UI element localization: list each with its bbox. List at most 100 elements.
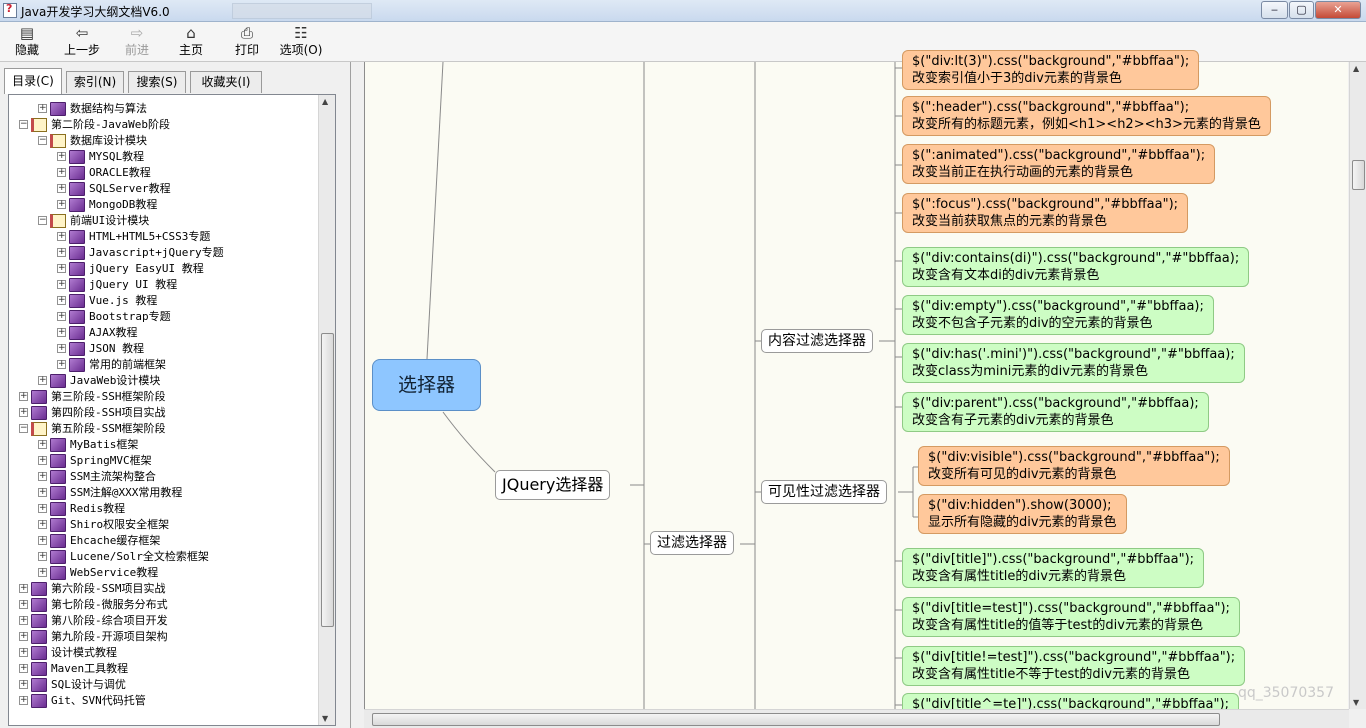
- expand-icon[interactable]: +: [38, 375, 47, 385]
- tree-item[interactable]: +Ehcache缓存框架: [9, 533, 317, 549]
- collapse-icon[interactable]: −: [19, 423, 28, 433]
- tree-item[interactable]: +SQL设计与调优: [9, 677, 317, 693]
- tree-item[interactable]: +Git、SVN代码托管: [9, 693, 317, 709]
- expand-icon[interactable]: +: [57, 231, 66, 241]
- tree-item[interactable]: −数据库设计模块: [9, 133, 317, 149]
- mindmap-node-jquery-selector[interactable]: JQuery选择器: [495, 470, 611, 500]
- expand-icon[interactable]: +: [19, 663, 28, 673]
- tab-favorites[interactable]: 收藏夹(I): [190, 71, 262, 93]
- tree-item[interactable]: +常用的前端框架: [9, 357, 317, 373]
- expand-icon[interactable]: +: [57, 279, 66, 289]
- hide-button[interactable]: ▤ 隐藏: [10, 24, 44, 60]
- tree-item[interactable]: +第七阶段-微服务分布式: [9, 597, 317, 613]
- tree-item[interactable]: +jQuery UI 教程: [9, 277, 317, 293]
- expand-icon[interactable]: +: [57, 183, 66, 193]
- expand-icon[interactable]: +: [57, 311, 66, 321]
- tree-item[interactable]: +第九阶段-开源项目架构: [9, 629, 317, 645]
- minimize-button[interactable]: ‒: [1261, 1, 1288, 19]
- expand-icon[interactable]: +: [19, 407, 28, 417]
- expand-icon[interactable]: +: [57, 343, 66, 353]
- mindmap-leaf[interactable]: $("div:parent").css("background","#bbffa…: [902, 392, 1209, 432]
- mindmap-leaf[interactable]: $("div:lt(3)").css("background","#bbffaa…: [902, 50, 1200, 90]
- expand-icon[interactable]: +: [57, 247, 66, 257]
- expand-icon[interactable]: +: [57, 359, 66, 369]
- mindmap-node-visibility-filter[interactable]: 可见性过滤选择器: [761, 480, 887, 504]
- tree-item[interactable]: +ORACLE教程: [9, 165, 317, 181]
- expand-icon[interactable]: +: [19, 583, 28, 593]
- tree-item[interactable]: +MyBatis框架: [9, 437, 317, 453]
- tree-item[interactable]: +Redis教程: [9, 501, 317, 517]
- expand-icon[interactable]: +: [57, 151, 66, 161]
- options-button[interactable]: ☷ 选项(O): [278, 24, 324, 60]
- expand-icon[interactable]: +: [57, 167, 66, 177]
- mindmap-leaf[interactable]: $("div[title!=test]").css("background","…: [902, 646, 1246, 686]
- tree-item[interactable]: +Lucene/Solr全文检索框架: [9, 549, 317, 565]
- tree-item[interactable]: +Maven工具教程: [9, 661, 317, 677]
- expand-icon[interactable]: +: [38, 455, 47, 465]
- tree-item[interactable]: −第二阶段-JavaWeb阶段: [9, 117, 317, 133]
- expand-icon[interactable]: +: [38, 439, 47, 449]
- tree-item[interactable]: +SQLServer教程: [9, 181, 317, 197]
- content-scroll-up-icon[interactable]: ▲: [1353, 64, 1360, 73]
- forward-button[interactable]: ⇨ 前进: [120, 24, 154, 60]
- mindmap-leaf[interactable]: $("div:contains(di)").css("background","…: [902, 247, 1250, 287]
- expand-icon[interactable]: +: [38, 503, 47, 513]
- scroll-up-icon[interactable]: ▲: [322, 97, 329, 106]
- mindmap-leaf[interactable]: $("div:hidden").show(3000);显示所有隐藏的div元素的…: [918, 494, 1127, 534]
- collapse-icon[interactable]: −: [38, 135, 47, 145]
- expand-icon[interactable]: +: [57, 199, 66, 209]
- mindmap-leaf[interactable]: $("div:has('.mini')").css("background","…: [902, 343, 1245, 383]
- expand-icon[interactable]: +: [38, 471, 47, 481]
- tree-item[interactable]: +JavaWeb设计模块: [9, 373, 317, 389]
- mindmap-leaf[interactable]: $("div:visible").css("background","#bbff…: [918, 446, 1230, 486]
- mindmap-leaf[interactable]: $(":focus").css("background","#bbffaa");…: [902, 193, 1189, 233]
- home-button[interactable]: ⌂ 主页: [174, 24, 208, 60]
- tree-item[interactable]: +第三阶段-SSH框架阶段: [9, 389, 317, 405]
- expand-icon[interactable]: +: [38, 519, 47, 529]
- expand-icon[interactable]: +: [19, 647, 28, 657]
- tree-vertical-scrollbar[interactable]: ▲ ▼: [318, 95, 335, 725]
- tree-item[interactable]: +jQuery EasyUI 教程: [9, 261, 317, 277]
- expand-icon[interactable]: +: [38, 535, 47, 545]
- mindmap-leaf[interactable]: $(":animated").css("background","#bbffaa…: [902, 144, 1216, 184]
- tree-item[interactable]: +第四阶段-SSH项目实战: [9, 405, 317, 421]
- tree-item[interactable]: +第六阶段-SSM项目实战: [9, 581, 317, 597]
- mindmap-leaf[interactable]: $("div[title=test]").css("background","#…: [902, 597, 1240, 637]
- scroll-down-icon[interactable]: ▼: [322, 714, 329, 723]
- tree-item[interactable]: +JSON 教程: [9, 341, 317, 357]
- expand-icon[interactable]: +: [38, 567, 47, 577]
- tree-item[interactable]: +MYSQL教程: [9, 149, 317, 165]
- expand-icon[interactable]: +: [19, 695, 28, 705]
- tree-item[interactable]: +SSM主流架构整合: [9, 469, 317, 485]
- tree-item[interactable]: −前端UI设计模块: [9, 213, 317, 229]
- expand-icon[interactable]: +: [19, 599, 28, 609]
- content-vscroll-thumb[interactable]: [1352, 160, 1365, 190]
- tree-item[interactable]: +WebService教程: [9, 565, 317, 581]
- tree-item[interactable]: +Vue.js 教程: [9, 293, 317, 309]
- tree-item[interactable]: +Javascript+jQuery专题: [9, 245, 317, 261]
- expand-icon[interactable]: +: [19, 631, 28, 641]
- collapse-icon[interactable]: −: [19, 119, 28, 129]
- mindmap-node-filter-selector[interactable]: 过滤选择器: [650, 531, 734, 555]
- tree-scroll-thumb[interactable]: [321, 333, 334, 627]
- mindmap-leaf[interactable]: $("div[title]").css("background","#bbffa…: [902, 548, 1205, 588]
- tree-item[interactable]: +设计模式教程: [9, 645, 317, 661]
- tab-contents[interactable]: 目录(C): [4, 68, 62, 94]
- tree-item[interactable]: +MongoDB教程: [9, 197, 317, 213]
- content-hscroll-thumb[interactable]: [372, 713, 1220, 726]
- expand-icon[interactable]: +: [57, 327, 66, 337]
- expand-icon[interactable]: +: [19, 679, 28, 689]
- collapse-icon[interactable]: −: [38, 215, 47, 225]
- expand-icon[interactable]: +: [19, 615, 28, 625]
- expand-icon[interactable]: +: [38, 551, 47, 561]
- tree-item[interactable]: +Shiro权限安全框架: [9, 517, 317, 533]
- tree-item[interactable]: +SSM注解@XXX常用教程: [9, 485, 317, 501]
- tree-item[interactable]: +SpringMVC框架: [9, 453, 317, 469]
- tree-item[interactable]: −第五阶段-SSM框架阶段: [9, 421, 317, 437]
- expand-icon[interactable]: +: [38, 487, 47, 497]
- content-scroll-down-icon[interactable]: ▼: [1353, 698, 1360, 707]
- mindmap-root-selector[interactable]: 选择器: [372, 359, 481, 411]
- back-button[interactable]: ⇦ 上一步: [60, 24, 104, 60]
- mindmap-leaf[interactable]: $("div:empty").css("background","#"bbffa…: [902, 295, 1214, 335]
- expand-icon[interactable]: +: [19, 391, 28, 401]
